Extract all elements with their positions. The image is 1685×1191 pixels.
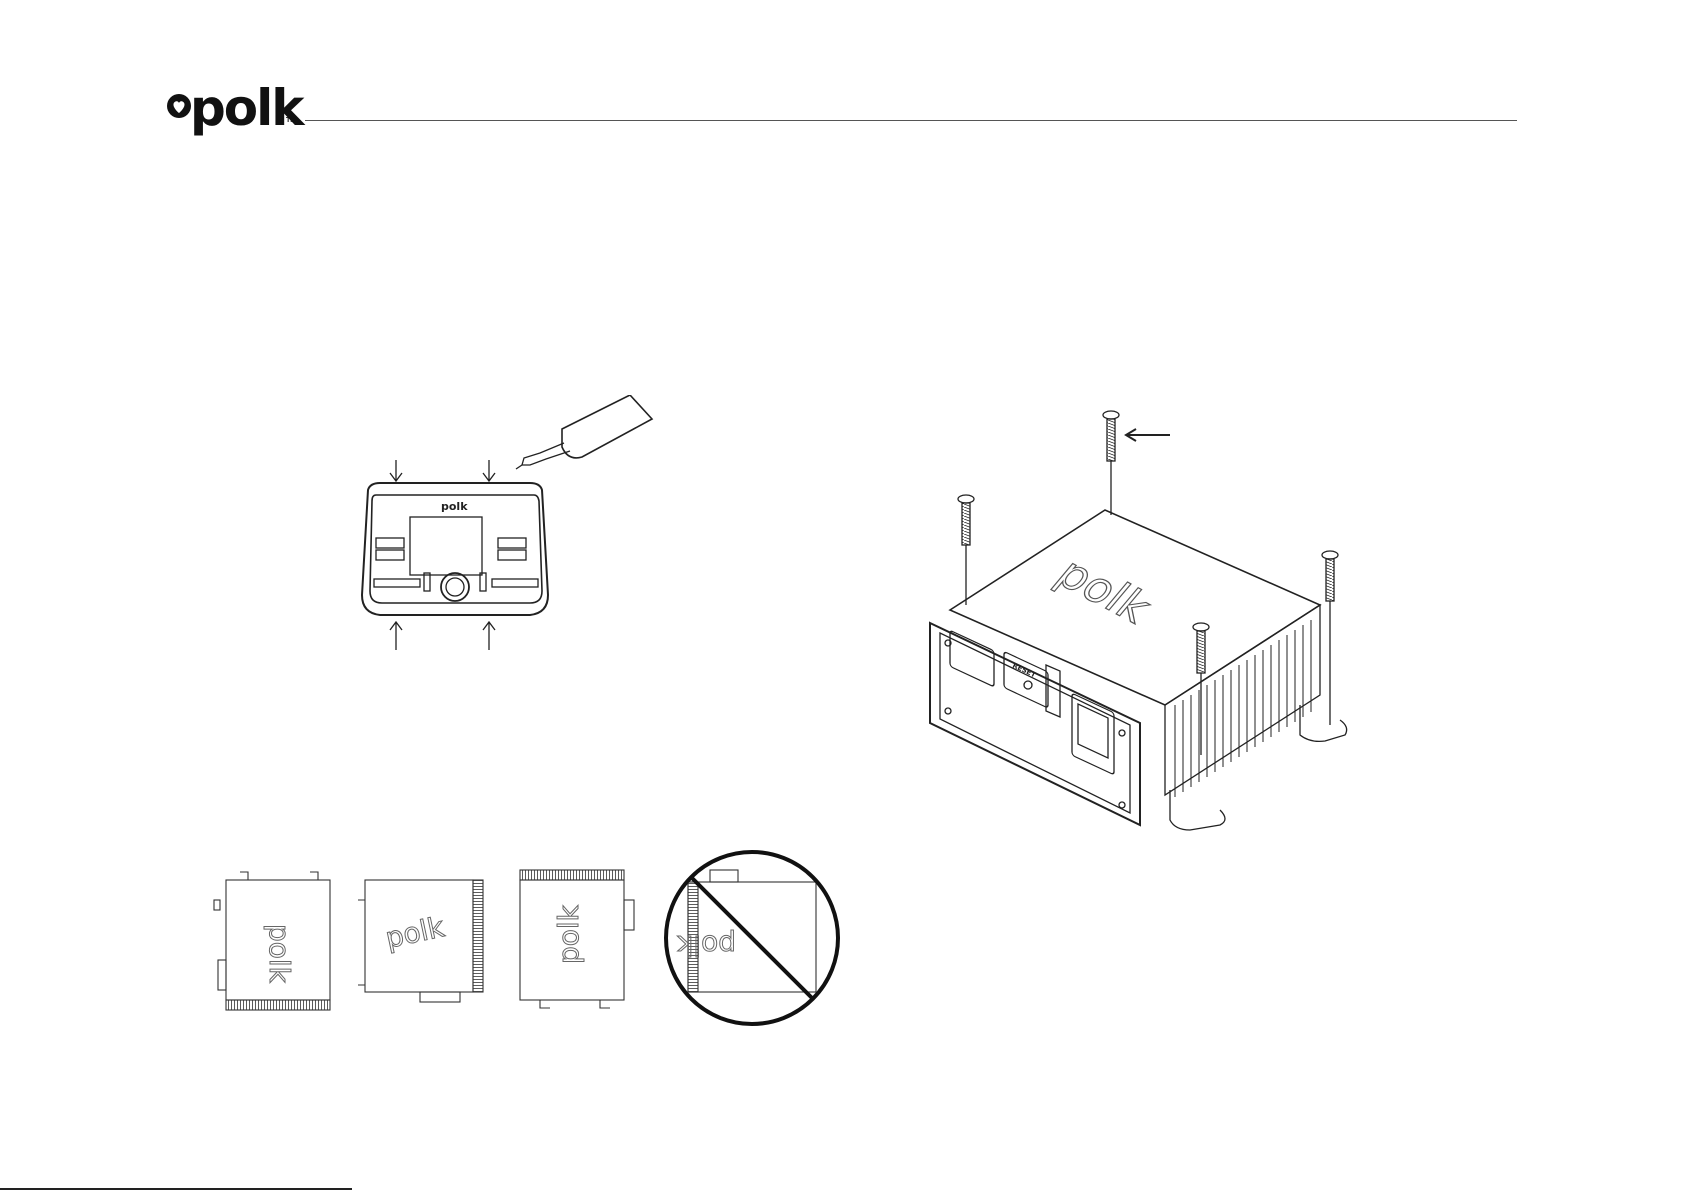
screw-pointer-arrow	[1126, 429, 1170, 441]
head-unit-illustration: polk	[340, 395, 670, 660]
screwdriver-icon	[516, 395, 652, 469]
footer-rule	[0, 1188, 352, 1190]
head-unit-brand-mark: polk	[441, 500, 468, 513]
press-arrow-bottom-right	[483, 622, 495, 650]
press-arrow-bottom-left	[390, 622, 402, 650]
amp-reset-label: RESET	[1011, 662, 1037, 680]
screw-1	[1103, 411, 1119, 515]
orientation-view-1-brand: polk	[263, 924, 296, 984]
orientation-views: polk polk polk polk	[200, 840, 860, 1040]
orientation-view-3-brand: polk	[552, 904, 585, 964]
brand-wordmark: polk	[190, 80, 303, 136]
orientation-view-2-brand: polk	[383, 910, 448, 955]
amp-brand-mark: polk	[1046, 550, 1161, 633]
trademark-mark: TM	[286, 117, 296, 124]
header-rule	[305, 120, 1517, 121]
orientation-view-4-brand: polk	[676, 929, 736, 962]
polk-logo: polk TM	[166, 84, 296, 140]
press-arrow-top-left	[390, 460, 402, 481]
amplifier-illustration: RESET polk	[900, 405, 1370, 845]
screw-2	[958, 495, 974, 605]
screw-3	[1322, 551, 1338, 725]
press-arrow-top-right	[483, 460, 495, 481]
